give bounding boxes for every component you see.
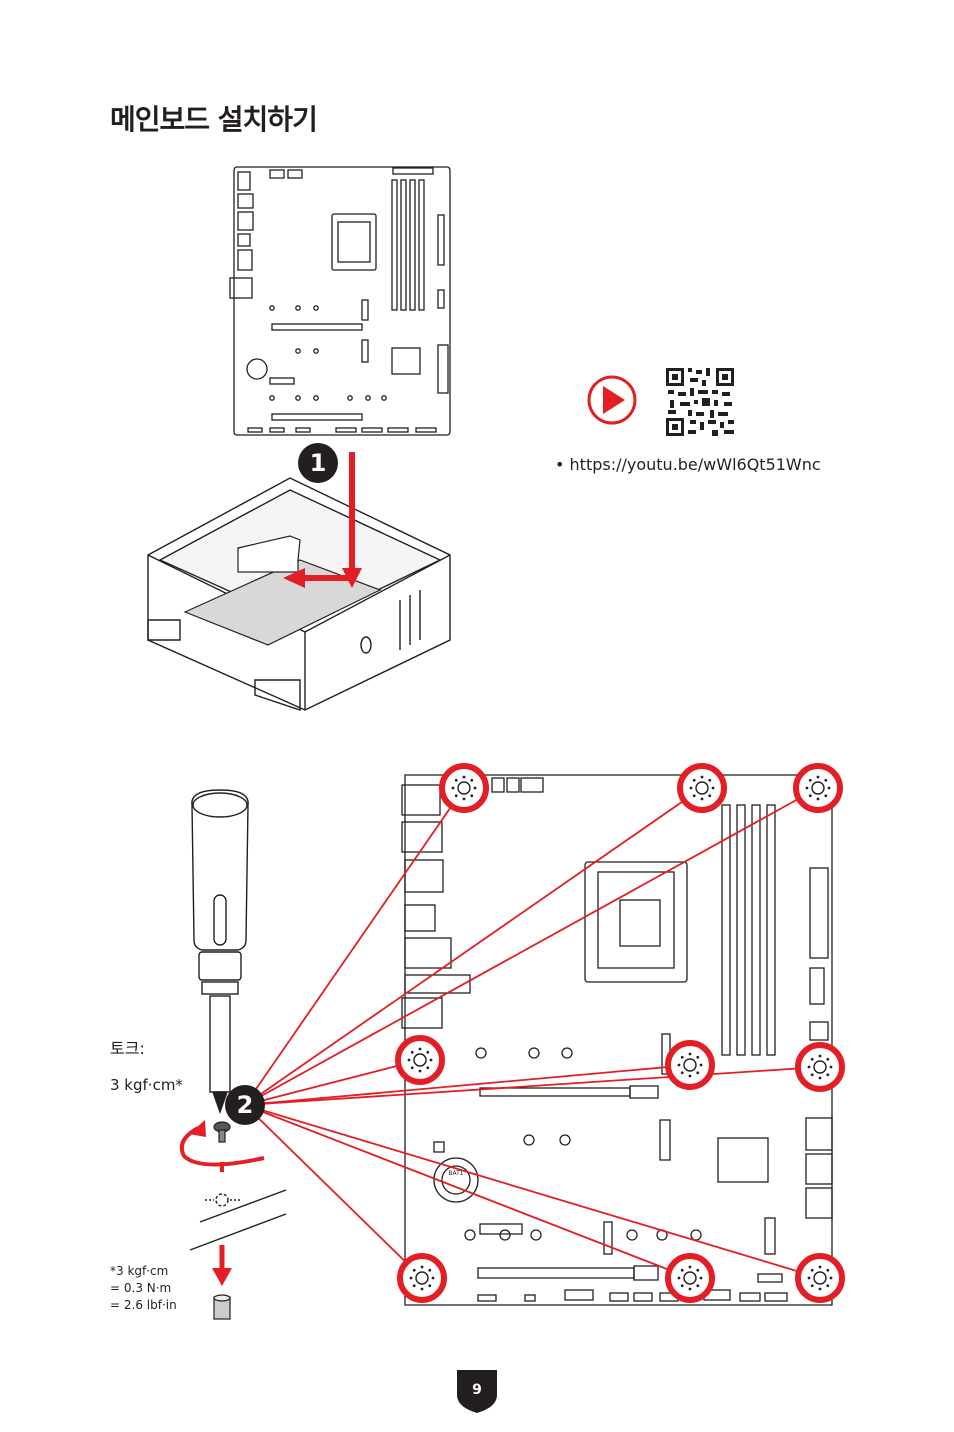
step-2-badge: [225, 1085, 265, 1125]
motherboard-top-diagram: [229, 166, 451, 436]
screw-hole-marker: [439, 763, 489, 813]
step-1-badge: [298, 443, 338, 483]
rotate-arrow-icon: [179, 1120, 265, 1167]
motherboard-bottom-diagram: [401, 774, 833, 1306]
step-1-number: 1: [309, 449, 327, 477]
standoff-hole-icon: [189, 1189, 287, 1251]
screw-hole-marker: [677, 763, 727, 813]
torque-note-line-2: = 0.3 N·m: [110, 1281, 172, 1295]
screw-hole-marker: [795, 1042, 845, 1092]
install-arrows: [283, 452, 362, 588]
screwdriver-icon: [191, 789, 249, 1115]
standoff-icon: [213, 1294, 231, 1320]
screw-hole-marker: [793, 763, 843, 813]
torque-value: 3 kgf·cm*: [110, 1076, 183, 1094]
page-number: 9: [472, 1382, 482, 1398]
qr-code-icon[interactable]: [666, 368, 734, 436]
page-title: 메인보드 설치하기: [110, 103, 318, 136]
torque-footnote: *3 kgf·cm = 0.3 N·m = 2.6 lbf·in: [110, 1263, 177, 1314]
torque-note-line-3: = 2.6 lbf·in: [110, 1298, 177, 1312]
torque-label: 토크:: [110, 1039, 145, 1058]
battery-label: BAT1: [448, 1170, 464, 1177]
motherboard-in-case: [183, 535, 382, 646]
video-url-link[interactable]: • https://youtu.be/wWl6Qt51Wnc: [555, 455, 821, 474]
torque-note-line-1: *3 kgf·cm: [110, 1264, 169, 1278]
screw-holes: [395, 763, 845, 1303]
screw-hole-marker: [397, 1253, 447, 1303]
step-2-number: 2: [236, 1091, 254, 1119]
screw-icon: [213, 1121, 231, 1143]
page-number-badge: [457, 1370, 497, 1413]
screw-hole-marker: [665, 1253, 715, 1303]
screw-connector-lines: [244, 787, 821, 1279]
screw-hole-marker: [665, 1040, 715, 1090]
screw-hole-marker: [795, 1253, 845, 1303]
screw-hole-marker: [395, 1035, 445, 1085]
play-icon[interactable]: [587, 375, 637, 425]
down-arrow-icon: [212, 1245, 232, 1286]
